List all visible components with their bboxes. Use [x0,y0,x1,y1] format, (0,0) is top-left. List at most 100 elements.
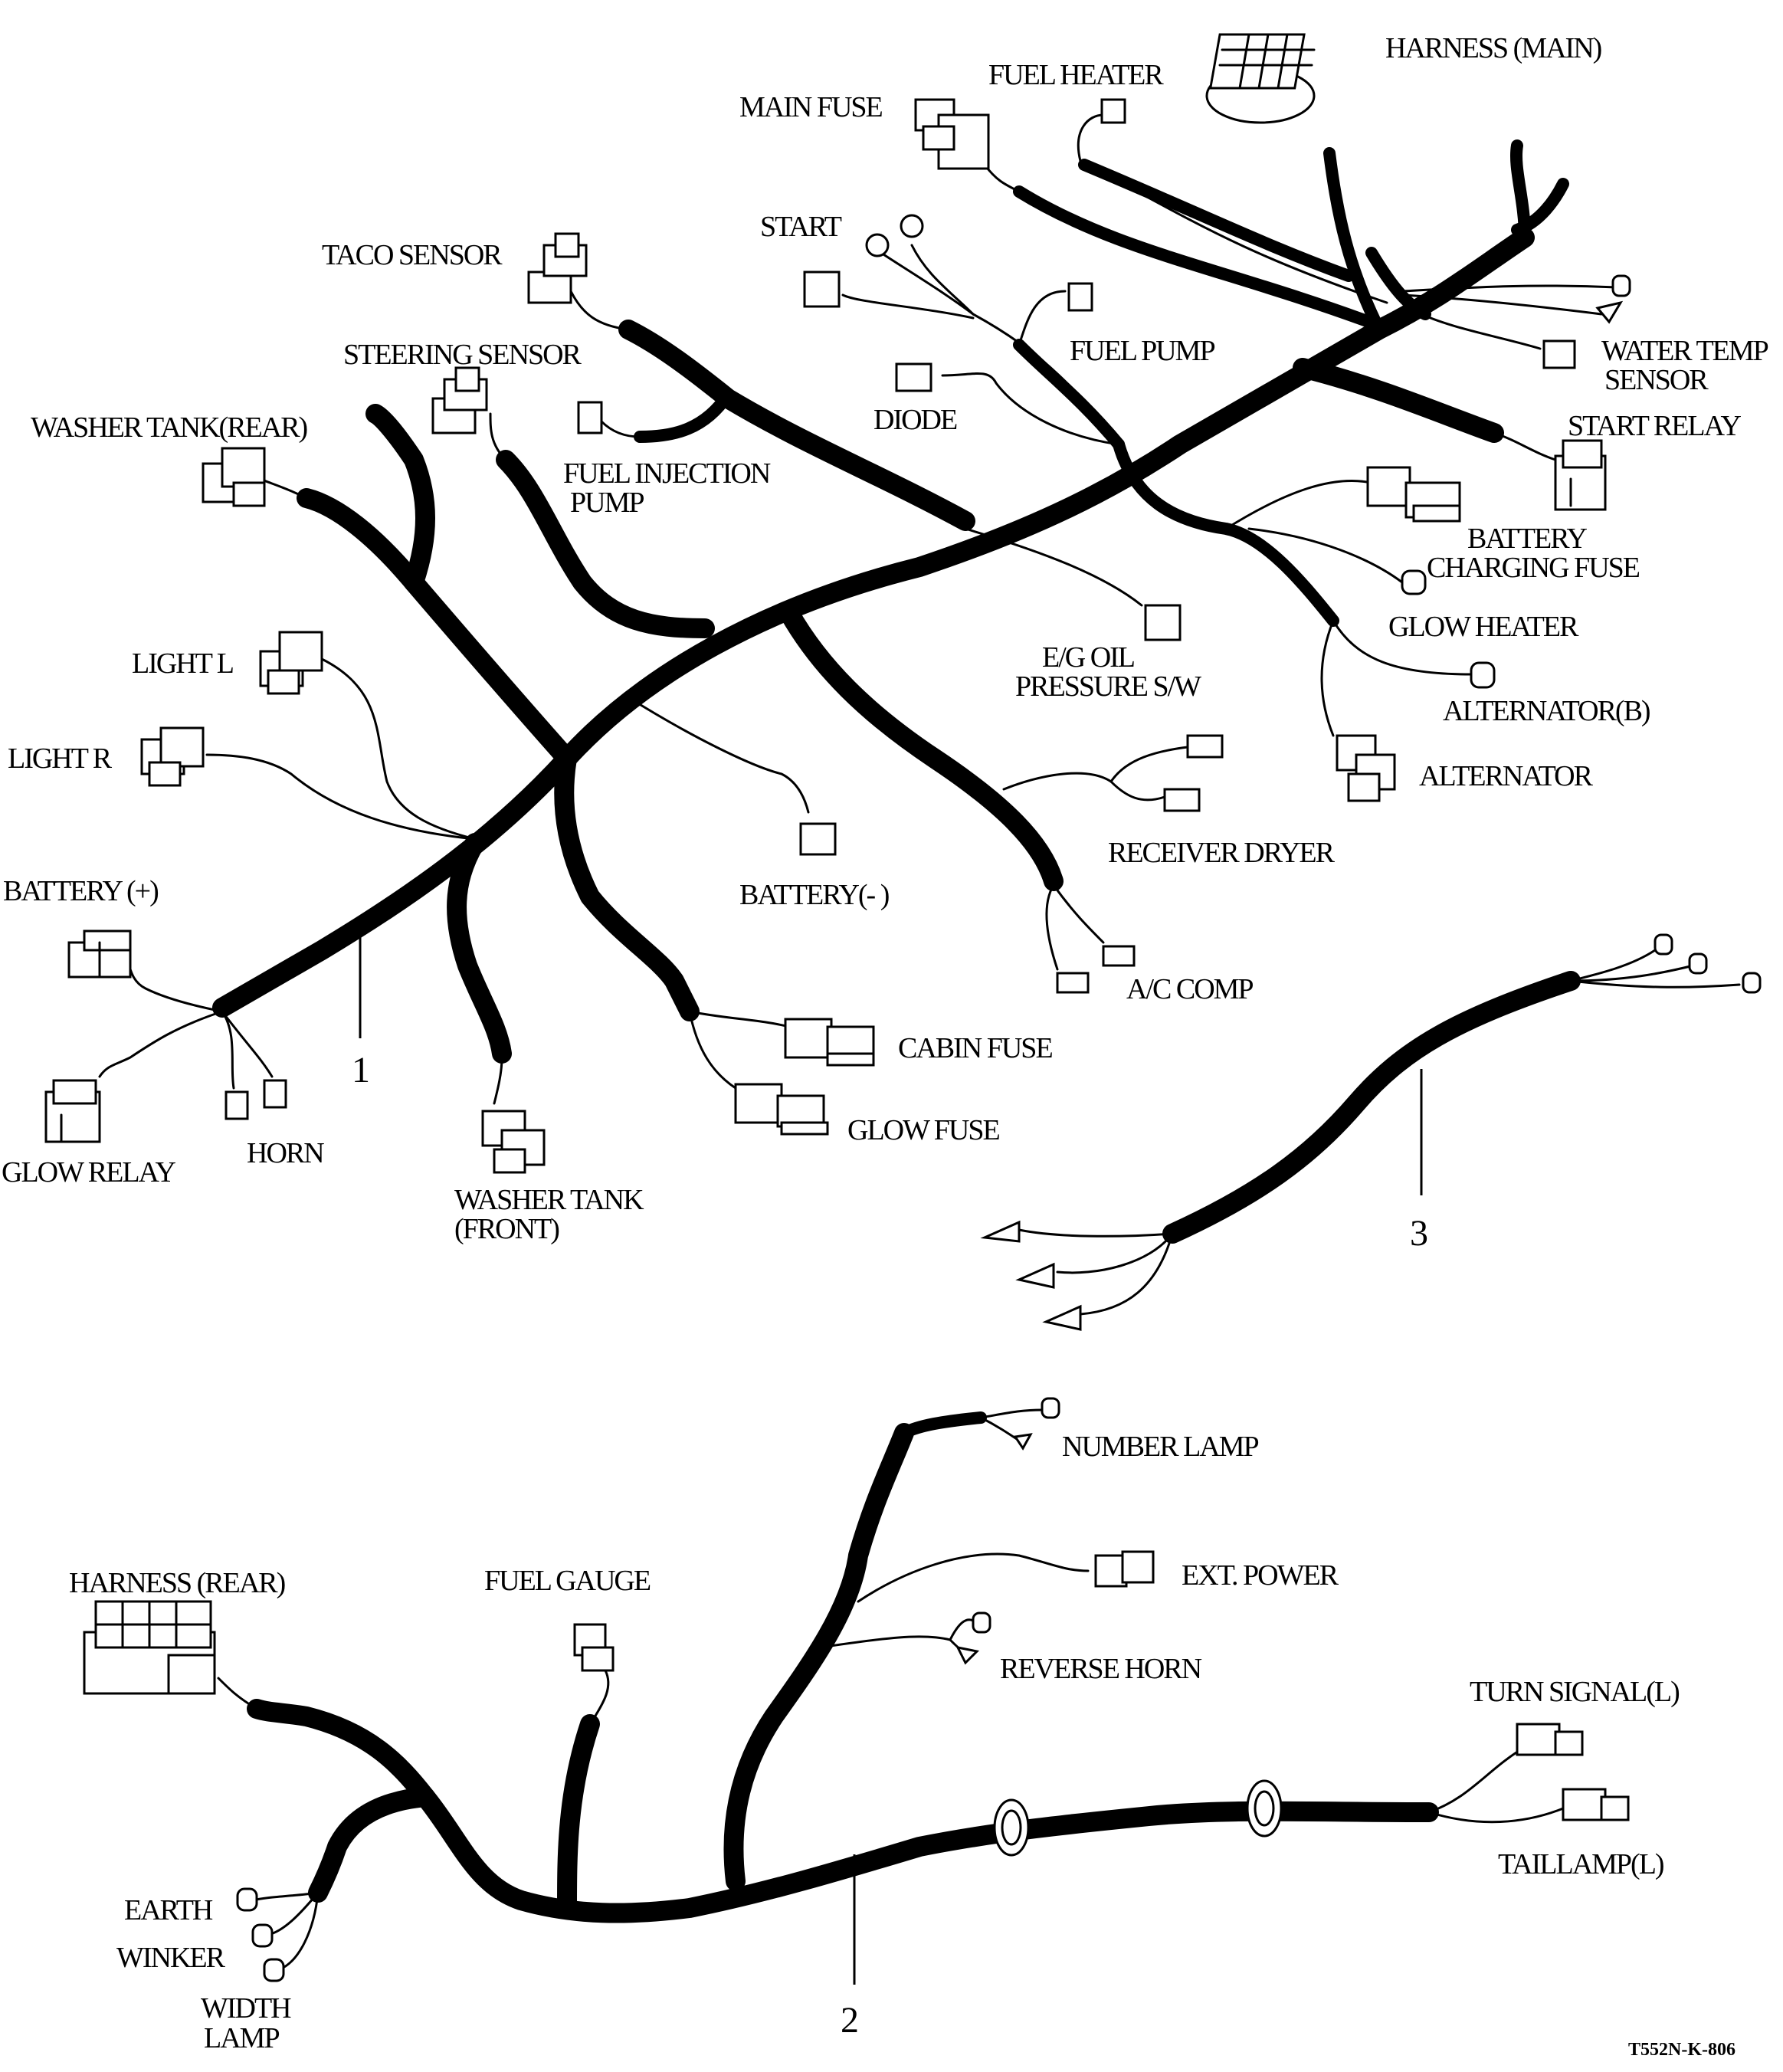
harness-3-bottom-wire-2 [1056,1232,1174,1274]
battery-charging-wire [1224,480,1373,530]
main-fuse-sleeve [1013,185,1385,332]
harness-3 [980,933,1762,1331]
rear-upper-sleeve [723,1423,914,1891]
harness-3-top-wire-2 [1569,964,1695,982]
label-taillamp-l: TAILLAMP(L) [1498,1848,1663,1880]
ac-comp-connector-1 [1056,972,1090,994]
light-r-wire [205,753,477,841]
main-fuse-wire [983,163,1021,193]
label-turn-signal-l: TURN SIGNAL(L) [1470,1676,1679,1708]
label-light-l: LIGHT L [132,648,233,680]
receiver-dryer-sleeve [779,603,1064,891]
label-fuel-gauge: FUEL GAUGE [484,1565,651,1597]
harness-3-top-wire-1 [1569,949,1657,982]
cabin-fuse-sleeve [554,749,700,1021]
start-relay-sleeve [1293,358,1504,443]
fuel-heater-connector [1100,98,1126,124]
label-steering-sensor: STEERING SENSOR [343,339,582,371]
water-temp-connector [1542,339,1576,369]
alternator-b-connector [1470,661,1496,689]
taco-sensor-wire [569,290,630,331]
steering-sensor-sleeve [496,450,715,638]
number-lamp-connector-2 [1013,1433,1033,1451]
harness-main-connector [1205,33,1316,124]
ext-power-connector [1094,1550,1155,1588]
callout-1: 1 [352,1050,370,1090]
width-lamp-wire [278,1891,320,1971]
eg-oil-wire [964,527,1143,607]
fuel-gauge-wire [588,1669,610,1726]
ac-comp-connector-2 [1102,945,1136,967]
start-ring-terminal-1 [900,214,924,238]
label-battery-minus: BATTERY(- ) [739,879,889,911]
label-harness-main: HARNESS (MAIN) [1385,32,1601,64]
harness-rear-sleeve [247,1699,435,1807]
label-fuel-pump: FUEL PUMP [1070,335,1214,367]
labels: HARNESS (MAIN) FUEL HEATER MAIN FUSE STA… [2,32,1770,2060]
harness-2-trunk [415,1787,1439,1923]
battery-plus-connector [67,929,132,979]
label-glow-fuse: GLOW FUSE [847,1114,999,1146]
label-water-temp-2: SENSOR [1604,364,1709,396]
earth-connector [236,1887,258,1912]
receiver-dryer-wire-2 [1109,746,1189,783]
battery-minus-wire [627,696,810,814]
harness-3-bottom-wire-1 [1018,1228,1174,1238]
number-lamp-sleeve [898,1411,987,1439]
diode-wire [941,372,1120,446]
fuel-injection-sleeve [634,388,734,443]
label-winker: WINKER [116,1942,226,1974]
label-battery-plus: BATTERY (+) [3,875,158,907]
label-diode: DIODE [873,404,957,436]
label-start: START [760,211,842,243]
washer-tank-front-connector [481,1110,546,1174]
light-l-connector [259,631,323,695]
label-eg-oil-1: E/G OIL [1042,641,1134,674]
harness-3-terminal-2 [1688,952,1708,975]
horn-wire-2 [221,1010,274,1078]
receiver-dryer-wire [1002,772,1166,802]
washer-front-wire [493,1056,503,1105]
start-ring-wire-2 [880,251,975,316]
horn-connector-1 [225,1090,249,1120]
harness-rear-connector [83,1600,216,1695]
fuel-pump-wire [1018,290,1067,346]
receiver-dryer-connector-1 [1186,734,1224,759]
callout-3: 3 [1410,1213,1428,1254]
label-cabin-fuse: CABIN FUSE [898,1032,1052,1064]
start-branch-sleeve [1013,339,1125,451]
start-relay-connector [1554,439,1607,511]
glow-relay-wire [98,1010,224,1078]
steering-sensor-connector [431,366,488,434]
battery-charging-fuse-connector [1366,466,1461,523]
eg-oil-connector [1144,604,1182,641]
alternator-wire [1320,619,1335,737]
top-terminal-wire-1 [1401,284,1618,293]
label-battery-charging-1: BATTERY [1467,523,1587,555]
grommet-1 [993,1798,1030,1857]
washer-rear-sleeve [297,488,577,769]
reverse-horn-wire-2 [949,1618,975,1641]
width-lamp-connector [263,1958,285,1982]
fuel-heater-sleeve [1078,159,1355,282]
harness-rear-wire [217,1677,258,1710]
water-temp-wire [1420,313,1542,350]
label-ac-comp: A/C COMP [1126,973,1253,1005]
label-glow-heater: GLOW HEATER [1388,611,1579,643]
label-receiver-dryer: RECEIVER DRYER [1108,837,1336,869]
ac-comp-wire-1 [1045,884,1059,971]
fuel-injection-connector [577,401,603,434]
start-connector-wire [841,293,975,320]
diode-connector [895,362,932,392]
alternator-connector [1336,734,1396,802]
horn-connector-2 [263,1079,287,1109]
water-temp-sleeve [1365,247,1431,320]
cabin-fuse-wire [688,1010,791,1028]
fuel-pump-connector [1067,282,1093,312]
ext-power-wire [857,1552,1090,1603]
receiver-dryer-connector-2 [1163,788,1201,812]
fuel-gauge-connector [573,1623,615,1672]
label-alternator: ALTERNATOR [1419,760,1594,792]
main-trunk-end-2 [1511,178,1569,236]
label-start-relay: START RELAY [1568,410,1742,442]
